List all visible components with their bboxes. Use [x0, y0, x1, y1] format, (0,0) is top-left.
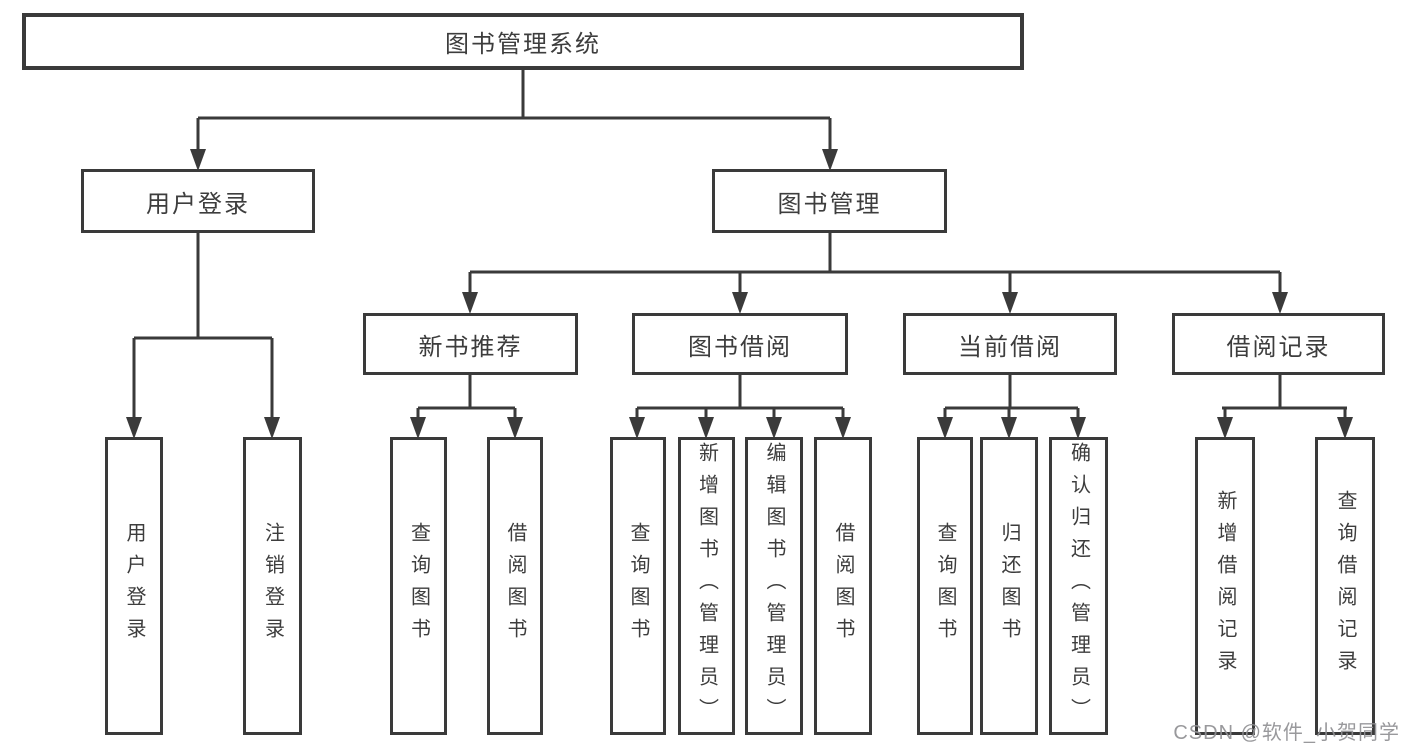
leaf-nbr-query-book-label: 查询图书 [407, 522, 430, 650]
leaf-br-add-record-label: 新增借阅记录 [1214, 490, 1236, 682]
leaf-bb-borrow-book: 借阅图书 [814, 437, 872, 735]
leaf-nbr-borrow-book-label: 借阅图书 [504, 522, 526, 650]
leaf-bb-edit-book-admin: 编辑图书（管理员） [745, 437, 803, 735]
leaf-bb-add-book-admin: 新增图书（管理员） [678, 437, 735, 735]
leaf-user-login: 用户登录 [105, 437, 163, 735]
leaf-logout-login-label: 注销登录 [261, 522, 284, 650]
csdn-watermark: CSDN @软件_小贺同学 [1173, 722, 1400, 744]
leaf-cb-return-book: 归还图书 [980, 437, 1038, 735]
leaf-cb-confirm-return-admin: 确认归还（管理员） [1049, 437, 1108, 735]
leaf-cb-query-book-label: 查询图书 [934, 522, 956, 650]
leaf-bb-query-book-label: 查询图书 [627, 522, 649, 650]
leaf-cb-return-book-label: 归还图书 [998, 522, 1020, 650]
leaf-br-add-record: 新增借阅记录 [1195, 437, 1255, 735]
node-borrow-records: 借阅记录 [1172, 313, 1385, 375]
node-book-borrow: 图书借阅 [632, 313, 848, 375]
node-book-mgmt: 图书管理 [712, 169, 947, 233]
node-current-borrow: 当前借阅 [903, 313, 1117, 375]
leaf-bb-borrow-book-label: 借阅图书 [832, 522, 854, 650]
leaf-bb-add-book-admin-label: 新增图书（管理员） [695, 442, 718, 730]
leaf-br-query-record: 查询借阅记录 [1315, 437, 1375, 735]
node-new-book-recommend: 新书推荐 [363, 313, 578, 375]
leaf-nbr-query-book: 查询图书 [390, 437, 447, 735]
leaf-user-login-label: 用户登录 [123, 522, 145, 650]
node-root: 图书管理系统 [22, 13, 1024, 70]
leaf-br-query-record-label: 查询借阅记录 [1334, 490, 1356, 682]
leaf-cb-confirm-return-admin-label: 确认归还（管理员） [1067, 442, 1090, 730]
leaf-bb-query-book: 查询图书 [610, 437, 666, 735]
leaf-nbr-borrow-book: 借阅图书 [487, 437, 543, 735]
node-user-login: 用户登录 [81, 169, 315, 233]
leaf-logout-login: 注销登录 [243, 437, 302, 735]
leaf-cb-query-book: 查询图书 [917, 437, 973, 735]
leaf-bb-edit-book-admin-label: 编辑图书（管理员） [763, 442, 785, 730]
